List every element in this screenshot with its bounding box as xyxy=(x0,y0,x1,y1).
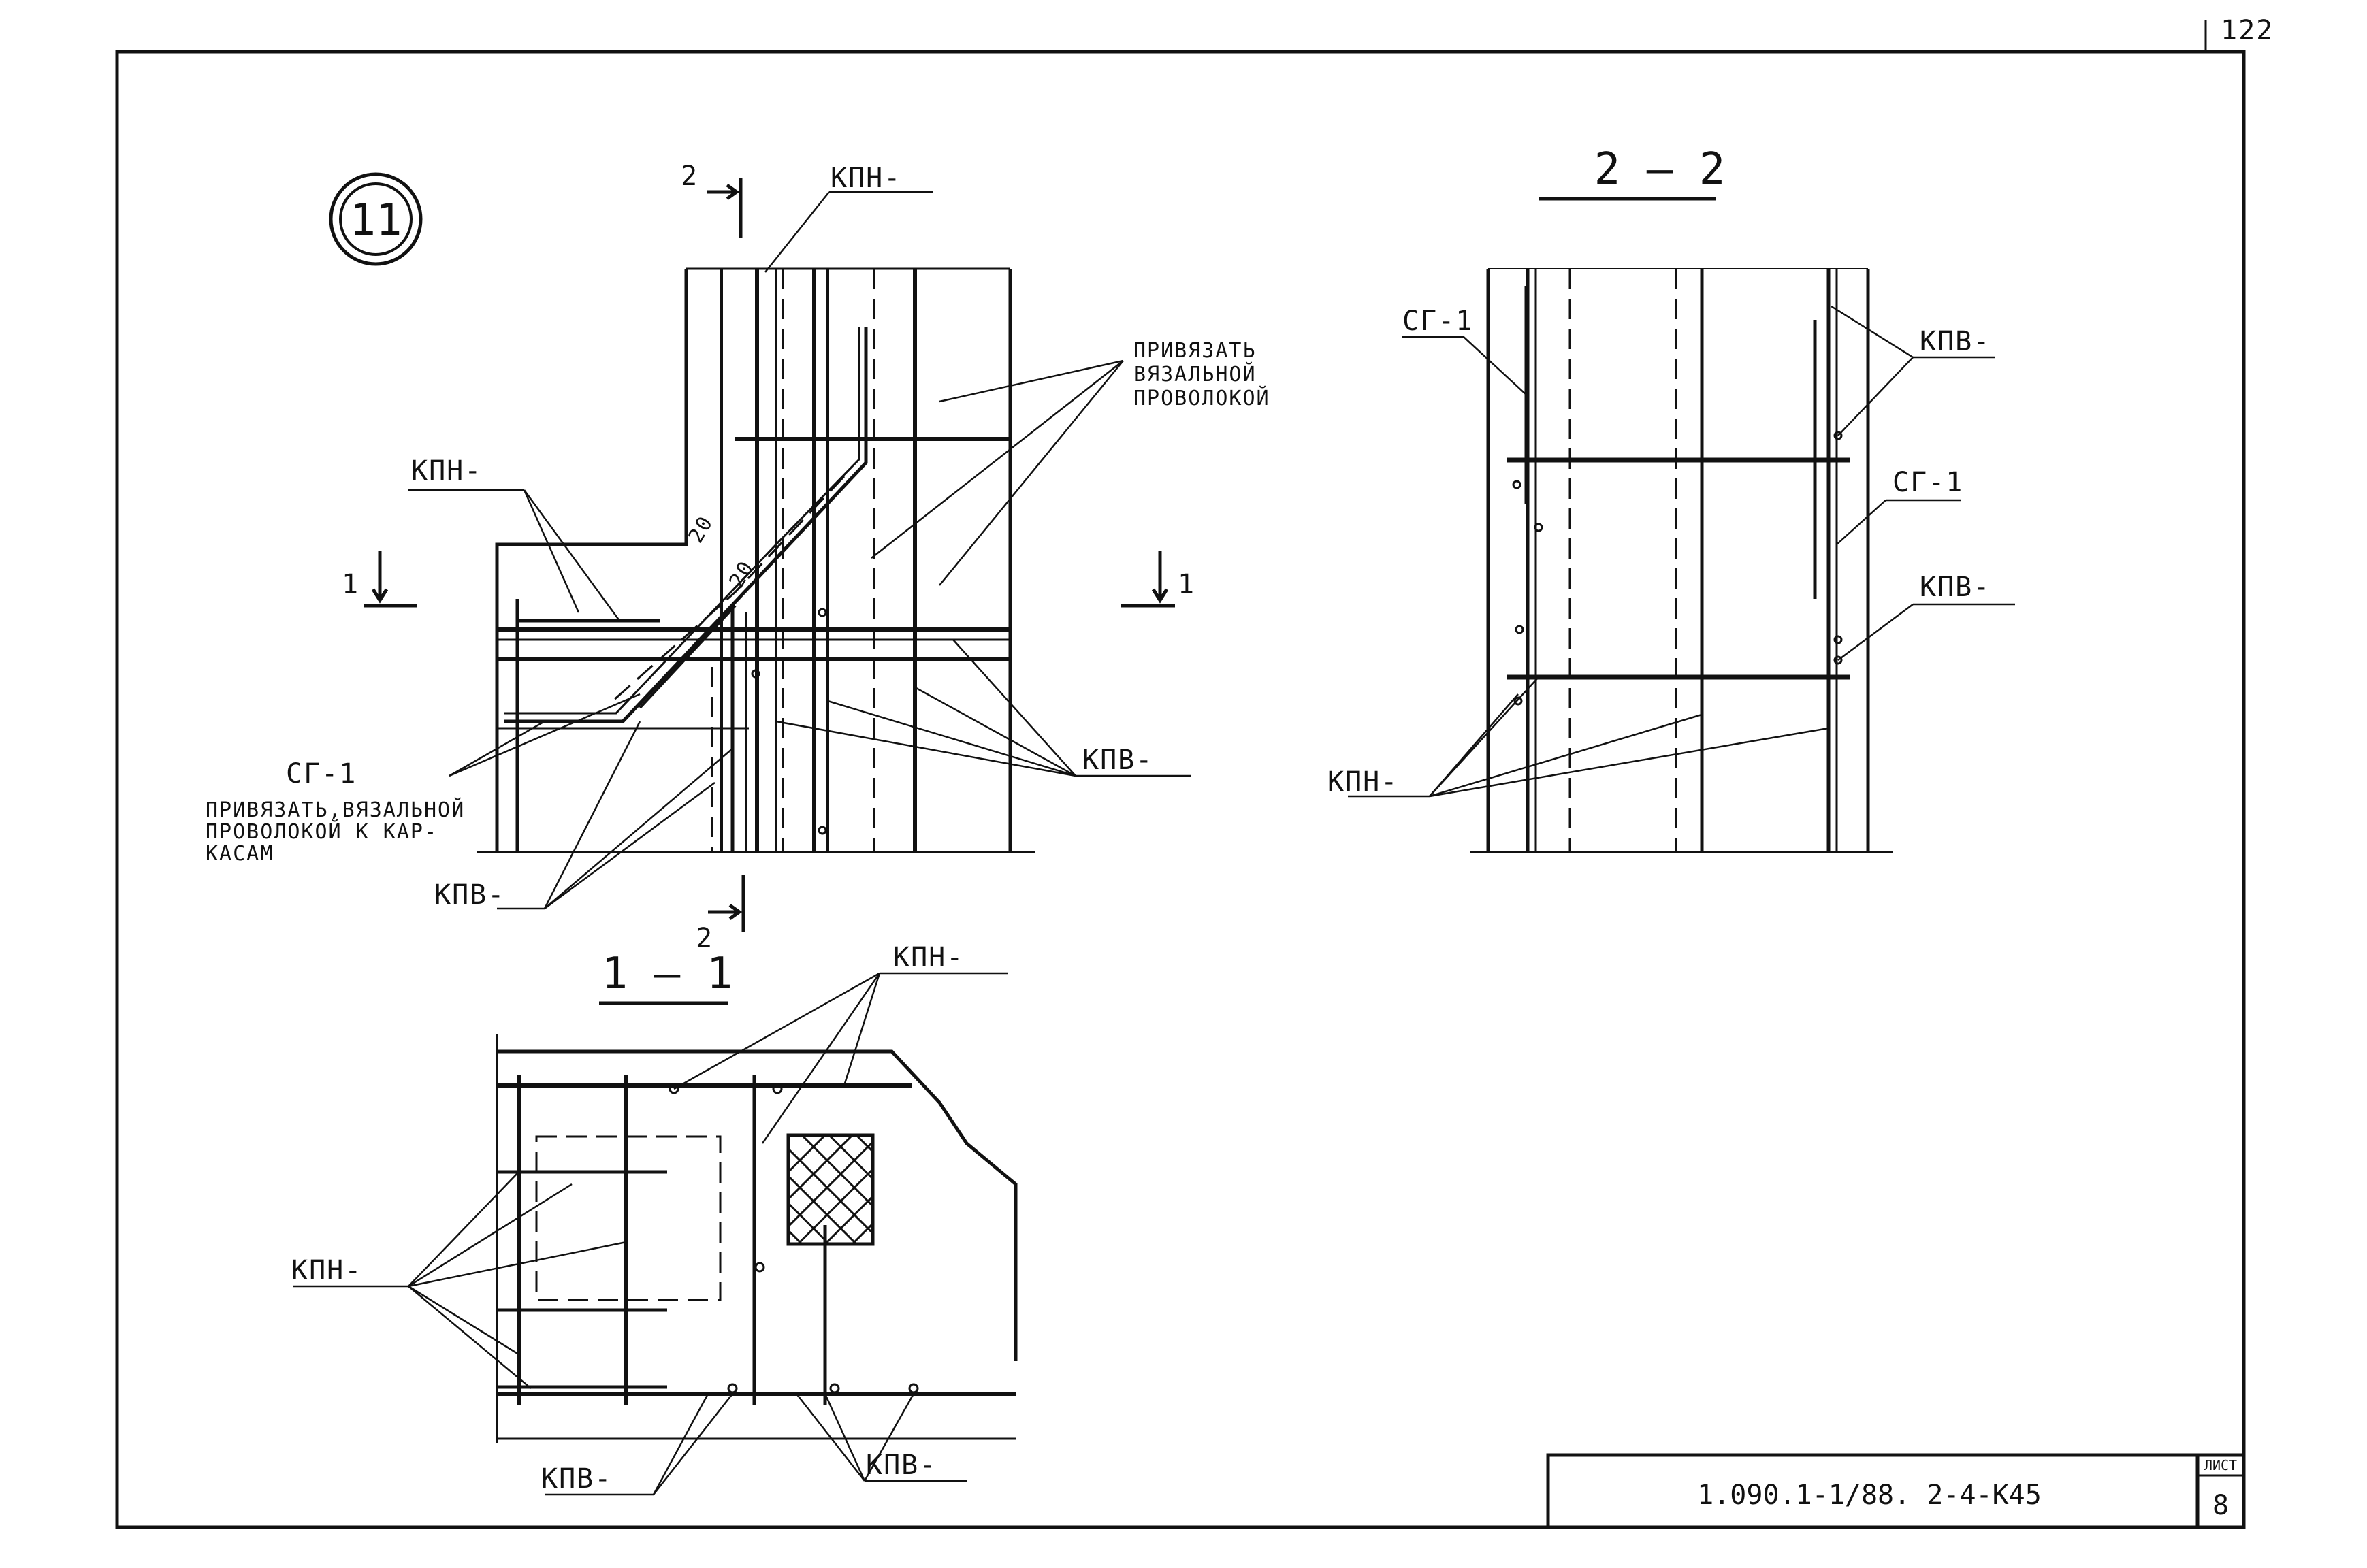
cut-mark-2-top-label: 2 xyxy=(681,161,698,192)
label-kpn-22: КПН- xyxy=(1327,766,1398,798)
label-kpv-11-b: КПВ- xyxy=(866,1450,937,1481)
label-kpv-right: КПВ- xyxy=(1082,745,1153,776)
section-1-1-view xyxy=(496,1034,1018,1443)
node-marker-number: 11 xyxy=(349,195,402,246)
cut-mark-2-bottom xyxy=(708,875,745,932)
corner-sheet-number: 122 xyxy=(2221,15,2274,46)
tie-note-line-3: ПРОВОЛОКОЙ xyxy=(1133,386,1270,410)
drawing-frame xyxy=(115,50,2246,1529)
tie-note-line-2: ВЯЗАЛЬНОЙ xyxy=(1133,362,1257,387)
cut-mark-2-top xyxy=(707,178,743,238)
hatched-inset xyxy=(786,1133,875,1246)
label-kpn-left: КПН- xyxy=(411,455,482,487)
section-1-1-title: 1 – 1 xyxy=(602,949,733,999)
node-marker: 11 xyxy=(329,172,423,266)
label-sg1-22-right: СГ-1 xyxy=(1893,467,1963,498)
title-block-sheet-number: 8 xyxy=(2212,1490,2229,1521)
cut-mark-1-left-label: 1 xyxy=(342,569,359,600)
label-sg1-22-left: СГ-1 xyxy=(1402,306,1473,337)
sg1-note-line-2: ПРОВОЛОКОЙ К КАР- xyxy=(206,819,438,844)
tie-note-line-1: ПРИВЯЗАТЬ xyxy=(1133,339,1257,363)
cut-mark-2-bottom-label: 2 xyxy=(696,923,713,954)
section-2-2-title: 2 – 2 xyxy=(1594,144,1726,195)
cut-mark-1-left xyxy=(364,551,417,608)
title-block-designation: 1.090.1-1/88. 2-4-К45 xyxy=(1697,1480,2042,1511)
main-plan-view xyxy=(477,267,1035,853)
title-block xyxy=(1546,1453,2246,1529)
title-block-sheet-header: ЛИСТ xyxy=(2204,1457,2237,1473)
leaders-section-2-2 xyxy=(1348,305,2015,798)
label-kpv-bottom: КПВ- xyxy=(434,879,505,911)
sg1-note-line-3: КАСАМ xyxy=(206,842,274,866)
label-kpv-11-a: КПВ- xyxy=(541,1463,612,1494)
label-kpv-22-mid: КПВ- xyxy=(1920,572,1991,603)
label-kpv-22-top: КПВ- xyxy=(1920,326,1991,357)
leaders-section-1-1 xyxy=(293,972,1008,1496)
label-kpn-top: КПН- xyxy=(831,163,901,194)
cut-mark-1-right xyxy=(1121,551,1175,608)
label-kpn-11-left: КПН- xyxy=(291,1255,362,1286)
cut-mark-1-right-label: 1 xyxy=(1178,569,1195,600)
label-sg1-main: СГ-1 xyxy=(286,758,357,789)
leaders-main xyxy=(408,191,1191,910)
label-kpn-11-top: КПН- xyxy=(893,942,964,973)
dimension-20-a: 20 xyxy=(684,512,718,547)
section-2-2-view xyxy=(1470,268,1893,853)
dimension-20-b: 20 xyxy=(725,557,759,592)
sg1-note-line-1: ПРИВЯЗАТЬ,ВЯЗАЛЬНОЙ xyxy=(206,798,465,822)
